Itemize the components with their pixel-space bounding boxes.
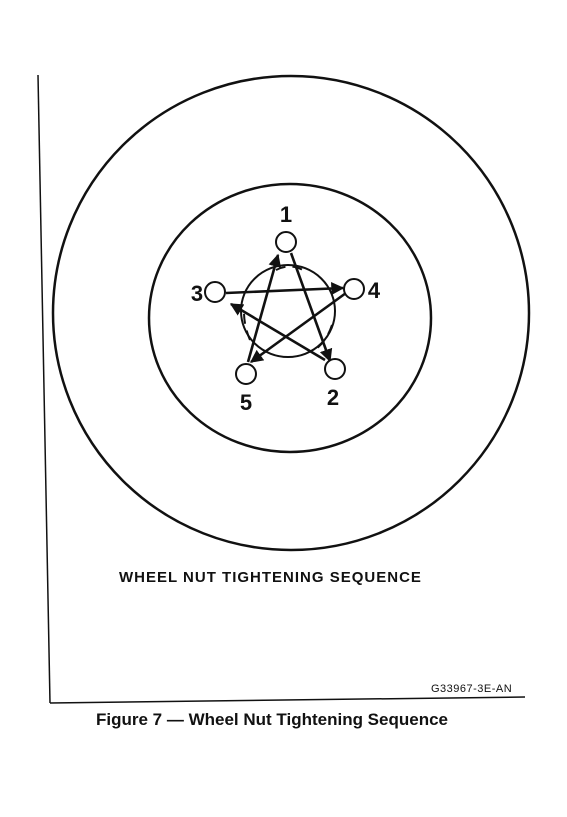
- stud-number-1: 1: [280, 202, 292, 227]
- arrow-5-to-1: [246, 253, 282, 363]
- wheel-rim-circle: [147, 182, 433, 454]
- stud-number-4: 4: [368, 278, 381, 303]
- stud-4: [343, 278, 365, 300]
- stud-1: [275, 231, 297, 253]
- hub-dashed-segment-top: [275, 265, 307, 273]
- diagram-label: WHEEL NUT TIGHTENING SEQUENCE: [119, 569, 422, 586]
- arrow-1-to-2: [289, 252, 333, 363]
- stud-number-5: 5: [240, 390, 252, 415]
- stud-number-3: 3: [191, 281, 203, 306]
- frame-bottom-border: [49, 696, 526, 704]
- figure-caption: Figure 7 — Wheel Nut Tightening Sequence: [96, 710, 448, 729]
- frame-left-border: [37, 74, 51, 704]
- stud-5: [235, 363, 257, 385]
- arrow-3-to-4: [225, 282, 345, 295]
- stud-number-2: 2: [327, 385, 339, 410]
- stud-2: [324, 358, 346, 380]
- stud-3: [204, 281, 226, 303]
- tire-outer-circle: [51, 74, 531, 552]
- arrow-4-to-5: [249, 291, 347, 364]
- arrow-2-to-3: [229, 302, 326, 362]
- figure-code: G33967-3E-AN: [431, 683, 512, 695]
